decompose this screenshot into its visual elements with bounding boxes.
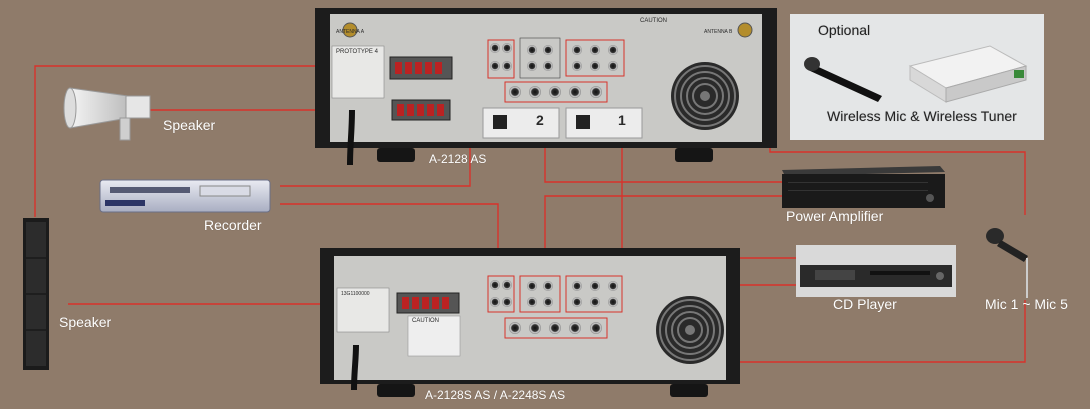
cable-power-bottom (544, 195, 784, 270)
power-amplifier-image (782, 166, 945, 208)
horn-speaker-image (63, 87, 151, 141)
optional-equipment-image (804, 45, 1028, 103)
power-amplifier-label: Power Amplifier (786, 208, 884, 224)
amplifier-top (315, 8, 777, 166)
bottom-caution-label: CAUTION (412, 318, 439, 324)
column-speaker-image (23, 218, 49, 370)
top-caution-label: CAUTION (640, 18, 667, 24)
bottom-badge: 13G1100000 (341, 291, 370, 297)
speaker-bottom-label: Speaker (59, 314, 112, 330)
cd-player-image (796, 245, 956, 297)
optional-caption: Wireless Mic & Wireless Tuner (827, 108, 1017, 124)
microphone-image (986, 228, 1028, 298)
antenna-b-label: ANTENNA B (704, 29, 733, 35)
wireless-tuner-image (908, 45, 1028, 103)
cd-player-label: CD Player (833, 296, 897, 312)
optional-title: Optional (818, 22, 871, 38)
amplifier-bottom (320, 248, 740, 397)
amp-bottom-model: A-2128S AS / A-2248S AS (425, 388, 566, 402)
wireless-mic-image (804, 57, 882, 102)
cable-recorder-bottom (280, 203, 499, 268)
top-channel-1-label: 1 (618, 112, 626, 128)
speaker-top-label: Speaker (163, 117, 216, 133)
top-channel-2-label: 2 (536, 112, 544, 128)
recorder-label: Recorder (204, 217, 262, 233)
amp-top-model: A-2128 AS (429, 152, 487, 166)
cable-speaker-top (34, 65, 395, 217)
mics-label: Mic 1 ~ Mic 5 (985, 296, 1068, 312)
top-badge: PROTOTYPE 4 (336, 49, 378, 55)
recorder-image (99, 179, 271, 213)
antenna-a-label: ANTENNA A (336, 29, 365, 35)
